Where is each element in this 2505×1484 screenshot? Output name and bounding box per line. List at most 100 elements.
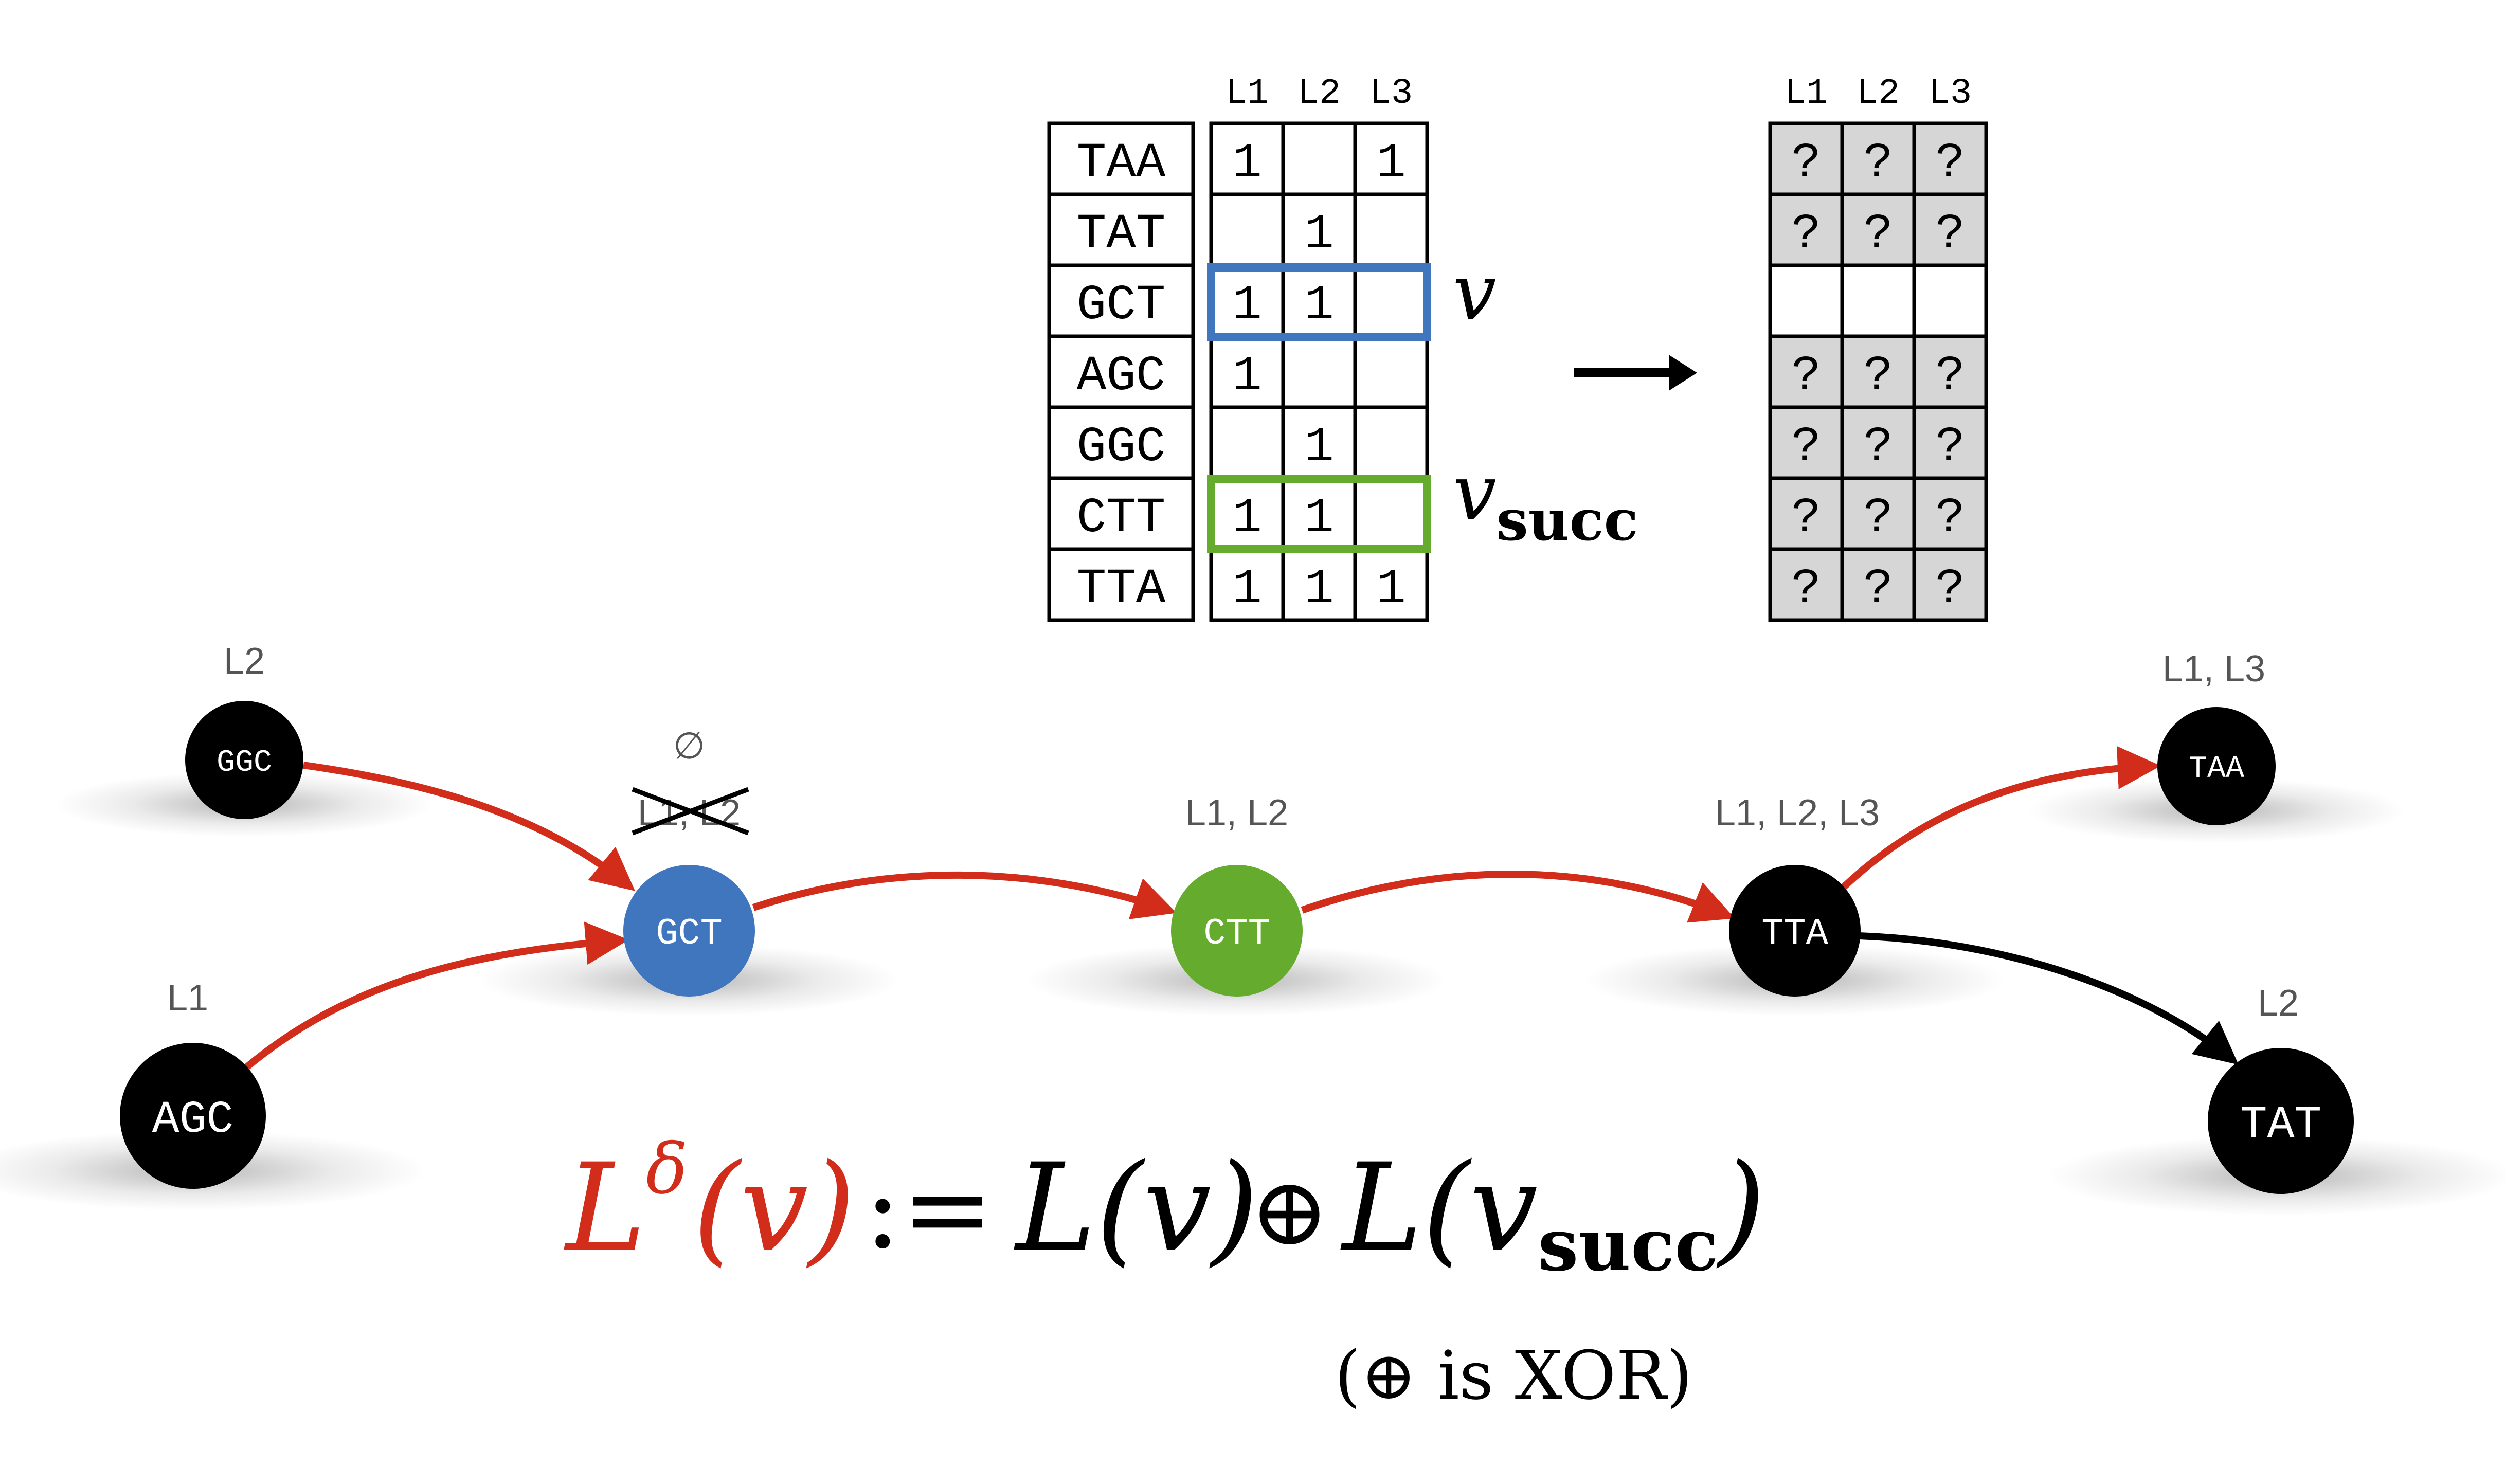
- matrix-row: TAA 1 1: [1047, 121, 1429, 196]
- node-tat[interactable]: TAT: [2208, 1048, 2354, 1194]
- formula-rhs-2-post: ): [1716, 1138, 1766, 1278]
- matrix-cell-value: 1: [1376, 135, 1406, 191]
- kmer-label: GCT: [1077, 277, 1166, 333]
- result-cell-value: ?: [1935, 135, 1965, 191]
- result-row: ???: [1768, 547, 1988, 622]
- matrix-cell-value: 1: [1232, 135, 1262, 191]
- node-circle: [2208, 1048, 2354, 1194]
- column-header-l1: L1: [1226, 74, 1269, 114]
- node-label: TTA: [1761, 913, 1828, 955]
- matrix-cell-value: 1: [1304, 561, 1334, 617]
- vsucc-label-main: v: [1453, 448, 1497, 538]
- node-colors-label: L1, L2, L3: [1715, 792, 1880, 834]
- result-cell-value: ?: [1863, 561, 1893, 617]
- node-label: TAA: [2189, 752, 2244, 787]
- node-circle: [2157, 707, 2276, 825]
- result-cell: [1840, 405, 1916, 480]
- matrix-cell: [1281, 263, 1357, 338]
- formula-note: (⊕ is XOR): [1335, 1336, 1692, 1415]
- result-cell: [1840, 334, 1916, 409]
- kmer-label: TAA: [1077, 135, 1166, 191]
- matrix-cell-value: 1: [1232, 277, 1262, 333]
- node-circle: [1171, 865, 1303, 997]
- result-cell-value: ?: [1791, 490, 1821, 546]
- matrix-cell-value: 1: [1304, 490, 1334, 546]
- result-cell-value: ?: [1863, 419, 1893, 475]
- edge-ggc-to-gct: [303, 762, 635, 891]
- result-cell: [1912, 547, 1988, 622]
- node-tta[interactable]: TTA: [1729, 865, 1861, 997]
- node-label: GCT: [656, 913, 723, 955]
- kmer-cell: [1047, 192, 1195, 267]
- formula-rhs-2: L(vsucc): [1340, 1138, 1765, 1288]
- result-cell-value: ?: [1791, 135, 1821, 191]
- result-cell-value: ?: [1935, 490, 1965, 546]
- kmer-cell: [1047, 405, 1195, 480]
- node-colors-label: L1, L3: [2162, 648, 2265, 690]
- kmer-label: CTT: [1077, 490, 1166, 546]
- result-cell-value: ?: [1935, 348, 1965, 404]
- matrix-column-headers: L1 L2 L3: [1226, 74, 1413, 114]
- result-cell: [1840, 547, 1916, 622]
- matrix-cell: [1209, 192, 1285, 267]
- matrix-cell: [1281, 121, 1357, 196]
- result-cell-value: ?: [1791, 348, 1821, 404]
- kmer-label: TTA: [1077, 561, 1166, 617]
- formula-lhs-arg: (v): [693, 1138, 855, 1278]
- matrix-cell-value: 1: [1304, 277, 1334, 333]
- node-colors-label: L2: [2258, 983, 2299, 1024]
- graph-edges: [244, 746, 2239, 1070]
- result-cell-value: ?: [1791, 561, 1821, 617]
- result-row: ???: [1768, 405, 1988, 480]
- node-ctt[interactable]: CTT: [1171, 865, 1303, 997]
- node-taa[interactable]: TAA: [2157, 707, 2276, 825]
- matrix-row: GGC 1: [1047, 405, 1429, 480]
- node-gct[interactable]: GCT: [623, 865, 755, 997]
- node-colors-label: L1: [167, 978, 208, 1019]
- node-label: TAT: [2240, 1100, 2321, 1151]
- node-ggc[interactable]: GGC: [185, 701, 303, 819]
- edge-gct-to-ctt: [752, 871, 1177, 919]
- matrix-cell-value: 1: [1232, 348, 1262, 404]
- matrix-cell: [1353, 263, 1429, 338]
- formula-rhs-2-pre: L(v: [1340, 1138, 1538, 1278]
- edge-ctt-to-tta: [1301, 871, 1735, 923]
- matrix-cell: [1353, 334, 1429, 409]
- node-agc[interactable]: AGC: [120, 1043, 266, 1189]
- node-circle: [120, 1043, 266, 1189]
- edge-tta-to-tat: [1859, 932, 2239, 1065]
- result-column-header-l1: L1: [1785, 74, 1828, 114]
- formula-assign: :=: [864, 1144, 994, 1273]
- formula-lhs-l: L: [564, 1138, 646, 1278]
- result-cell: [1840, 121, 1916, 196]
- result-cell-value: ?: [1935, 561, 1965, 617]
- matrix-cell: [1281, 334, 1357, 409]
- result-column-header-l2: L2: [1857, 74, 1900, 114]
- node-label: AGC: [152, 1095, 233, 1146]
- matrix-cell-value: 1: [1232, 561, 1262, 617]
- result-row: ???: [1768, 121, 1988, 196]
- node-label: GGC: [217, 746, 272, 781]
- v-label: v: [1453, 248, 1497, 337]
- graph-nodes: GGC AGC GCT CTT TTA TAA TAT: [120, 701, 2354, 1194]
- result-matrix-table: L1 L2 L3 ??????????????????: [1768, 74, 1988, 622]
- result-cell-value: ?: [1935, 419, 1965, 475]
- result-cell: [1840, 192, 1916, 267]
- kmer-label: GGC: [1077, 419, 1166, 475]
- result-cell: [1912, 121, 1988, 196]
- node-circle: [1729, 865, 1861, 997]
- matrix-cell-value: 1: [1304, 206, 1334, 262]
- matrix-cell-value: 1: [1304, 419, 1334, 475]
- formula-xor-symbol: ⊕: [1250, 1156, 1329, 1267]
- formula-lhs-delta: δ: [646, 1129, 688, 1209]
- formula-lhs: Lδ(v): [564, 1129, 855, 1278]
- strike-line: [632, 787, 749, 836]
- edge-tta-to-taa: [1841, 746, 2161, 890]
